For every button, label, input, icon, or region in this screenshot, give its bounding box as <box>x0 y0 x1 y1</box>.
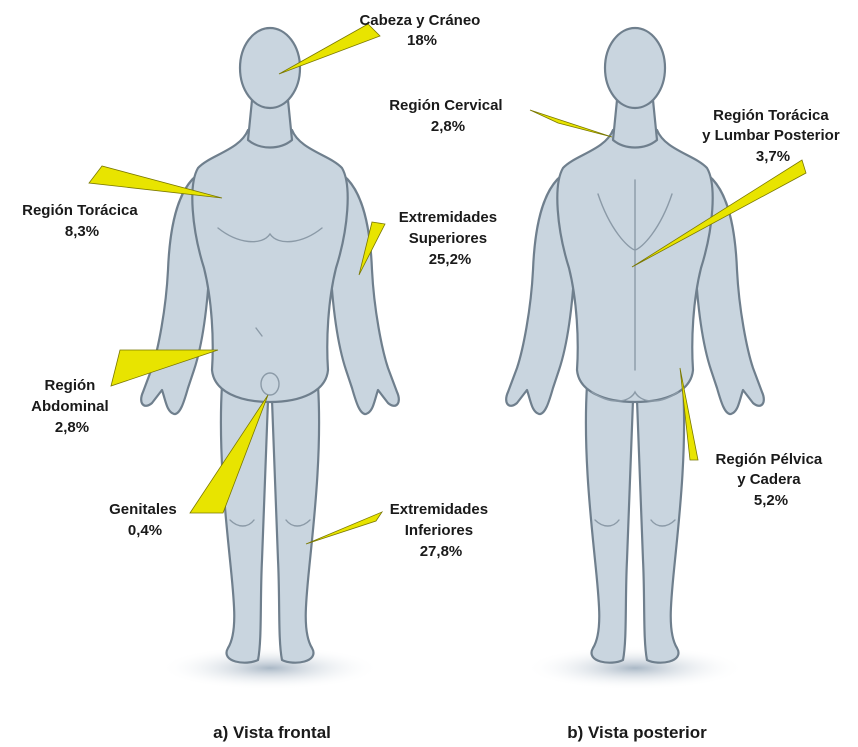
label-abdominal: Región Abdominal 2,8% <box>31 377 113 436</box>
back-view-caption: b) Vista posterior <box>567 723 707 742</box>
label-cervical: Región Cervical 2,8% <box>389 97 507 135</box>
label-pelvic: Región Pélvica y Cadera 5,2% <box>716 451 827 509</box>
label-lower-limbs: Extremidades Inferiores 27,8% <box>390 501 493 560</box>
label-genitals: Genitales 0,4% <box>109 501 181 539</box>
pointer-cervical <box>530 110 612 137</box>
front-view-caption: a) Vista frontal <box>213 723 331 742</box>
label-head: Cabeza y Cráneo 18% <box>359 12 484 49</box>
pointer-lower-limbs <box>306 512 382 544</box>
label-upper-limbs: Extremidades Superiores 25,2% <box>399 209 502 268</box>
label-thoracic-lumbar: Región Torácica y Lumbar Posterior 3,7% <box>702 107 844 165</box>
label-thoracic: Región Torácica 8,3% <box>22 202 142 240</box>
